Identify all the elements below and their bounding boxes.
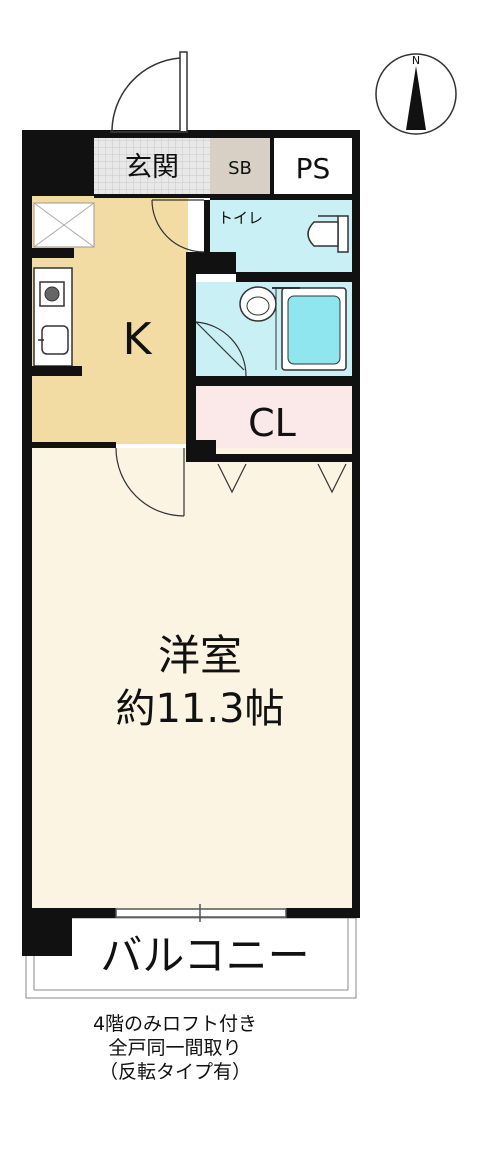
closet-floor (194, 386, 352, 454)
compass-icon: N (375, 53, 457, 135)
notes: 4階のみロフト付き 全戸同一間取り （反転タイプ有） (40, 1012, 310, 1084)
compass-north-label: N (412, 54, 420, 67)
note-line: 全戸同一間取り (108, 1037, 242, 1059)
bathtub-water (287, 295, 341, 365)
western-room-size: 約11.3帖 (115, 686, 284, 732)
toilet-icon (307, 221, 339, 247)
toilet-label: トイレ (218, 209, 263, 227)
genkan-label: 玄関 (125, 152, 179, 183)
room-door (115, 447, 185, 517)
sink-icon (41, 325, 69, 355)
washbasin-icon (239, 286, 277, 322)
ps-label: PS (296, 152, 331, 185)
ps-floor (274, 138, 352, 194)
note-line: （反転タイプ有） (98, 1061, 251, 1083)
toilet-tank (337, 215, 349, 253)
balcony-window (115, 904, 287, 922)
closet-doors (217, 463, 347, 494)
bath-door (195, 321, 247, 377)
note-line: 4階のみロフト付き (92, 1013, 258, 1035)
closet-label: CL (248, 401, 296, 445)
western-room-label: 洋室 (158, 631, 242, 680)
western-room-floor (30, 448, 354, 908)
kitchen-label: K (123, 314, 153, 365)
balcony-floor (25, 917, 357, 999)
genkan-floor (94, 138, 210, 194)
sb-label: SB (228, 158, 252, 179)
floor-plan: N 玄関 SB PS トイレ K CL 洋室 約11.3帖 バルコニー (22, 51, 457, 999)
toilet-door (151, 199, 205, 253)
balcony-label: バルコニー (100, 931, 309, 980)
walls (22, 130, 360, 956)
entrance-door (110, 51, 188, 133)
sb-floor (210, 138, 270, 194)
